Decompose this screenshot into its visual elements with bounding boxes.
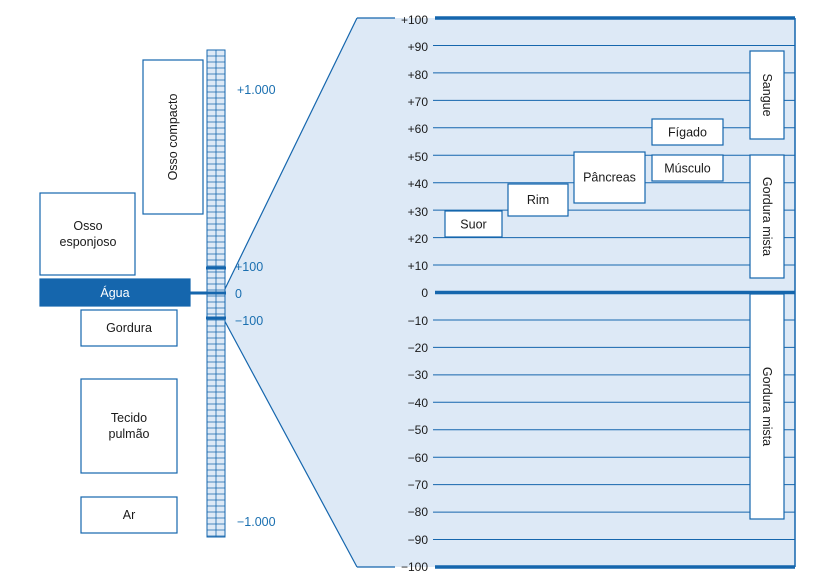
zoom-tick-label: −40 [408,396,429,410]
zoom-tissue-boxes: Suor Rim Pâncreas Fígado Músculo Sangue … [444,50,785,520]
zoom-tick-label: +40 [408,177,429,191]
scale-label-plus-100: +100 [235,260,263,274]
ladder-scale-labels: +1.000 +100 0 −100 −1.000 [235,83,276,529]
scale-label-plus-1000: +1.000 [237,83,276,97]
rim-box [507,183,569,217]
figado-box [651,118,724,146]
zoom-tick-label: −60 [408,451,429,465]
osso-esponjoso-label-line1: Osso [73,219,102,233]
tecido-pulmao-label-line1: Tecido [111,411,147,425]
ar-box [80,496,178,534]
zoom-tick-label: −20 [408,341,429,355]
zoom-tick-label: +10 [408,259,429,273]
gordura-mista-upper-label: Gordura mista [760,177,774,256]
scale-label-minus-1000: −1.000 [237,515,276,529]
sangue-box [749,50,785,140]
pancreas-box [573,151,646,204]
gordura-label: Gordura [106,321,152,335]
zoom-tick-label: −50 [408,423,429,437]
musculo-box [651,154,724,182]
zoom-tick-label: −80 [408,505,429,519]
zoom-tick-label: −30 [408,368,429,382]
tecido-pulmao-label-line2: pulmão [109,427,150,441]
zoom-tick-label: −10 [408,314,429,328]
rim-label: Rim [527,193,549,207]
zoom-tick-label: +70 [408,95,429,109]
ar-label: Ar [123,508,136,522]
osso-compacto-box [142,59,204,215]
osso-esponjoso-label-line2: esponjoso [60,235,117,249]
scale-label-minus-100: −100 [235,314,263,328]
pancreas-label: Pâncreas [583,171,636,185]
zoom-tick-label: +80 [408,68,429,82]
zoom-edge-top [221,17,358,296]
zoom-tick-label: 0 [421,286,428,300]
gordura-mista-upper-box [749,154,785,279]
sangue-label: Sangue [760,73,774,116]
zoom-tick-label: −90 [408,533,429,547]
suor-box [444,210,503,238]
zoom-tick-label: +60 [408,122,429,136]
agua-label: Água [100,285,129,300]
suor-label: Suor [460,218,486,232]
zoom-tick-labels: +100 +90 +80 +70 +60 +50 +40 +30 +20 +10… [401,13,428,574]
osso-compacto-label: Osso compacto [166,94,180,181]
zoom-edge-bottom [221,315,358,568]
figado-label: Fígado [668,126,707,140]
zoom-tick-label: −70 [408,478,429,492]
tecido-pulmao-box [80,378,178,474]
zoom-tick-label: +20 [408,232,429,246]
gordura-box [80,309,178,347]
gordura-mista-lower-box [749,293,785,520]
gordura-mista-lower-label: Gordura mista [760,367,774,446]
zoom-gridlines [433,16,795,569]
zoom-tick-label: +50 [408,150,429,164]
scale-label-zero: 0 [235,287,242,301]
zoom-tick-label: +30 [408,205,429,219]
zoom-tick-label: −100 [401,560,428,574]
hounsfield-ladder-scale [206,49,226,538]
left-tissue-boxes: Osso compacto Osso esponjoso Água Gordur… [39,59,208,534]
zoom-tick-label: +100 [401,13,428,27]
osso-esponjoso-box [39,192,136,276]
zoom-tick-label: +90 [408,40,429,54]
musculo-label: Músculo [664,162,711,176]
